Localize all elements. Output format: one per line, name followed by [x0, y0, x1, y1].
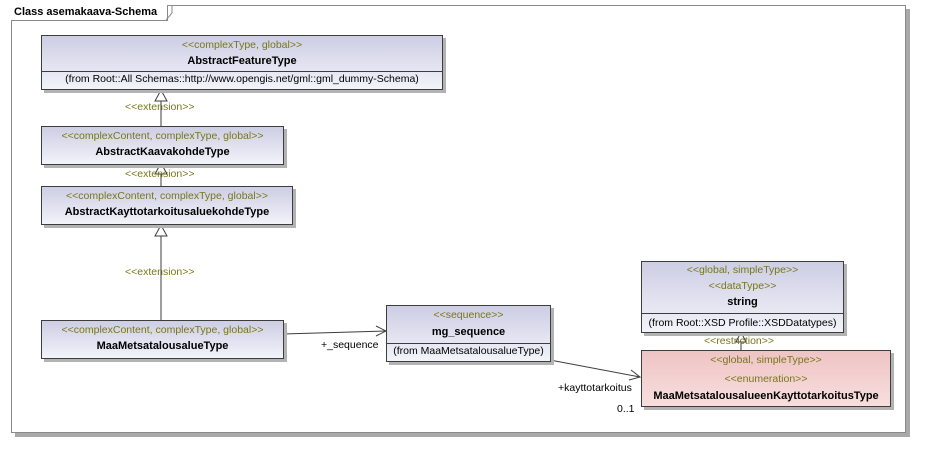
sequence-association-line	[282, 330, 387, 335]
kayttotarkoitus-role-label: +kayttotarkoitus	[558, 382, 632, 394]
class-string[interactable]: <<global, simpleType>> <<dataType>> stri…	[641, 261, 844, 333]
kayttotarkoitus-association-line	[549, 359, 641, 378]
stereotype-label: <<global, simpleType>>	[710, 354, 822, 366]
compartment-divider	[42, 71, 442, 72]
stereotype-label: <<complexContent, complexType, global>>	[61, 130, 264, 142]
stereotype-label: <<sequence>>	[433, 309, 504, 321]
generalization-arrowhead-3	[154, 223, 168, 237]
generalization-arrowhead-2	[154, 161, 168, 175]
class-maa-metsatalousalue-type[interactable]: <<complexContent, complexType, global>> …	[41, 320, 284, 359]
package-origin: (from Root::All Schemas::http://www.open…	[65, 73, 419, 85]
compartment-divider	[387, 343, 550, 344]
class-maa-metsatalousalueen-kayttotarkoitus-type[interactable]: <<global, simpleType>> <<enumeration>> M…	[641, 350, 891, 407]
stereotype-label: <<complexContent, complexType, global>>	[61, 324, 264, 336]
class-name: AbstractFeatureType	[187, 55, 297, 67]
restriction-label: <<restriction>>	[704, 335, 775, 347]
frame-tab-corner	[166, 5, 173, 21]
extension-label-2: <<extension>>	[125, 168, 195, 180]
generalization-arrowhead-1	[154, 88, 168, 102]
kayttotarkoitus-multiplicity-label: 0..1	[617, 403, 635, 415]
stereotype-label: <<dataType>>	[708, 280, 777, 292]
class-name: mg_sequence	[431, 326, 506, 338]
package-origin: (from MaaMetsatalousalueType)	[393, 345, 544, 357]
extension-label-1: <<extension>>	[125, 101, 195, 113]
stereotype-label: <<complexType, global>>	[181, 39, 303, 51]
package-origin: (from Root::XSD Profile::XSDDatatypes)	[648, 317, 837, 329]
class-name: MaaMetsatalousalueType	[96, 340, 229, 352]
class-name: AbstractKayttotarkoitusaluekohdeType	[64, 206, 270, 218]
compartment-divider	[642, 313, 843, 314]
class-mg-sequence[interactable]: <<sequence>> mg_sequence (from MaaMetsat…	[386, 305, 551, 362]
class-name: string	[727, 296, 758, 308]
class-name: MaaMetsatalousalueenKayttotarkoitusType	[653, 390, 879, 402]
class-abstract-kaavakohde-type[interactable]: <<complexContent, complexType, global>> …	[41, 126, 284, 165]
restriction-arrowhead	[735, 330, 747, 343]
class-abstract-feature-type[interactable]: <<complexType, global>> AbstractFeatureT…	[41, 35, 443, 90]
frame-title: Class asemakaava-Schema	[11, 5, 169, 21]
kayttotarkoitus-open-arrowhead	[628, 369, 642, 381]
stereotype-label: <<complexContent, complexType, global>>	[66, 190, 268, 202]
stereotype-label: <<enumeration>>	[724, 373, 808, 385]
stereotype-label: <<global, simpleType>>	[686, 264, 799, 276]
extension-label-3: <<extension>>	[125, 266, 195, 278]
sequence-role-label: +_sequence	[321, 339, 379, 351]
class-name: AbstractKaavakohdeType	[95, 146, 230, 158]
class-abstract-kayttotarkoitusaluekohde-type[interactable]: <<complexContent, complexType, global>> …	[41, 186, 293, 225]
